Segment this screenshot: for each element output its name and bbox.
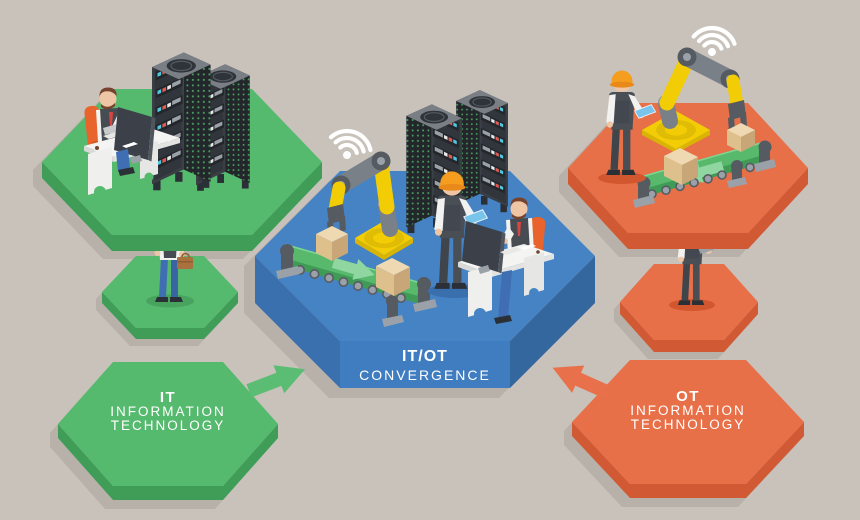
convergence-desk-scene (458, 197, 554, 324)
papers (122, 142, 138, 148)
it-line2: TECHNOLOGY (111, 418, 226, 433)
server-rack (456, 90, 508, 212)
it-title: IT (160, 389, 176, 406)
conveyor-belt (633, 140, 776, 208)
ot-line1: INFORMATION (630, 403, 746, 418)
sitting-legs (116, 149, 135, 176)
sitting-legs (494, 270, 512, 324)
ot-platform (568, 25, 808, 249)
robotic-arm (642, 25, 744, 153)
gripper-and-box (316, 181, 348, 261)
belt-stands (276, 244, 437, 327)
convergence-label: IT/OT CONVERGENCE (359, 348, 491, 383)
ot-line2: TECHNOLOGY (631, 417, 746, 432)
small-orange-hexagon (620, 210, 758, 352)
keyboard (500, 247, 522, 255)
ot-hexagon: OT INFORMATION TECHNOLOGY (572, 360, 804, 498)
it-desk-scene (84, 87, 180, 198)
robotic-arm (326, 126, 413, 260)
conveyor-belt (276, 243, 437, 327)
convergence-subtitle: CONVERGENCE (359, 367, 491, 383)
it-platform (42, 52, 322, 251)
small-green-hexagon (102, 202, 238, 339)
ot-title: OT (676, 388, 700, 405)
convergence-platform: IT/OT CONVERGENCE (255, 90, 595, 388)
convergence-title: IT/OT (402, 348, 448, 365)
it-hexagon: IT INFORMATION TECHNOLOGY (58, 362, 278, 500)
belt-stands (633, 140, 776, 208)
desktop-monitor (462, 221, 506, 274)
cardboard-box (376, 258, 410, 296)
rollers (647, 162, 755, 199)
gripper-and-box (727, 100, 755, 152)
ot-worker-tablet (606, 70, 657, 175)
cardboard-box (664, 148, 698, 185)
server-rack (152, 52, 211, 190)
papers (520, 244, 536, 250)
it-line1: INFORMATION (110, 404, 226, 419)
